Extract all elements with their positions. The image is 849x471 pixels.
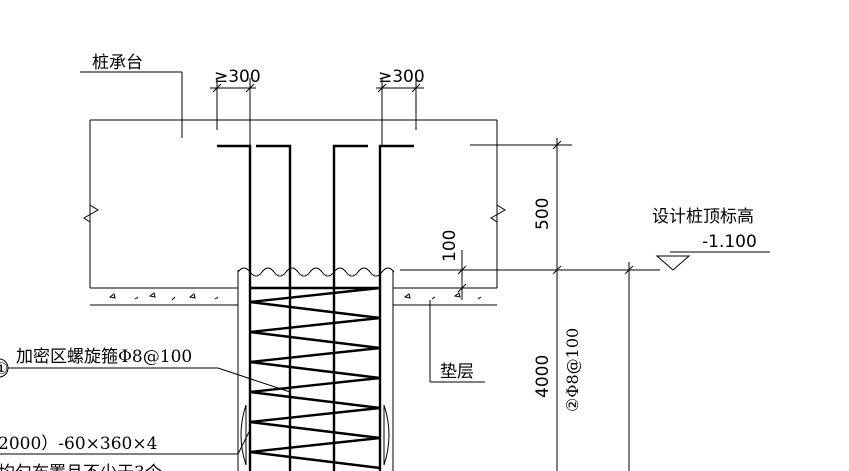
spacing-label-right: ≥300 (378, 67, 425, 87)
spiral-note-leader (0, 358, 291, 393)
spacing-label-left: ≥300 (214, 67, 261, 87)
cushion-layer (90, 287, 497, 306)
spacing-dim-right (376, 78, 424, 145)
elevation-marker (655, 251, 770, 271)
bar-spec-label: ②Φ8@100 (563, 328, 582, 412)
cut-note: 均匀布置且不少于3个 (0, 463, 162, 471)
cushion-label: 垫层 (440, 362, 474, 382)
dim-500: 500 (533, 198, 553, 230)
right-dimensions (400, 138, 660, 471)
pile-cap-outline (83, 119, 506, 288)
dim-100: 100 (440, 230, 460, 262)
spacing-dim-left (210, 78, 256, 145)
pile-cap-leader (80, 71, 183, 138)
pile-outline (237, 267, 395, 471)
joint-plates (240, 404, 390, 466)
cushion-leader (429, 300, 485, 383)
spiral-note: 加密区螺旋箍Φ8@100 (16, 347, 192, 367)
plate-note: 2000）-60×360×4 (0, 434, 157, 454)
elevation-value: -1.100 (702, 232, 757, 252)
circle-marker: ① (0, 359, 8, 378)
dim-4000: 4000 (533, 355, 553, 398)
plate-note-leader (0, 429, 251, 455)
longitudinal-bars (217, 144, 414, 471)
spiral-stirrup (249, 286, 381, 470)
design-top-elevation-label: 设计桩顶标高 (652, 207, 754, 227)
pile-cap-label: 桩承台 (92, 53, 143, 73)
